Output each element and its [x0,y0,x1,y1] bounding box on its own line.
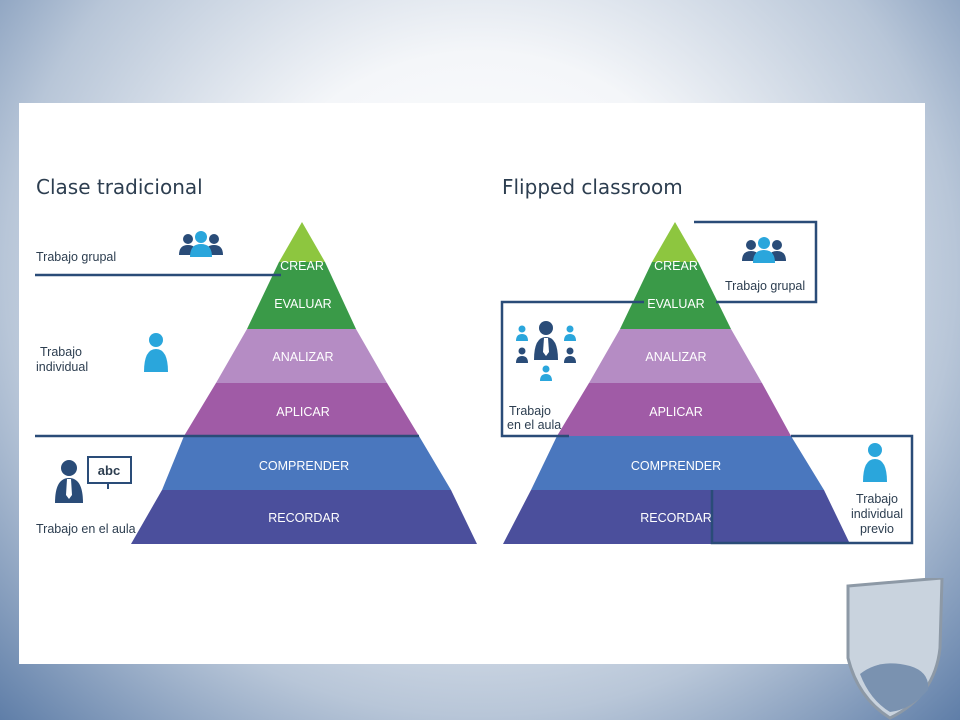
level-aplicar [184,383,419,436]
flipped-previo-label-2: individual [851,507,903,521]
level-evaluar [247,262,356,329]
traditional-title: Clase tradicional [36,175,203,199]
flipped-label-recordar: RECORDAR [640,511,712,525]
flipped-label-comprender: COMPRENDER [631,459,721,473]
teacher-students-icon [516,321,576,381]
flipped-group-box [694,220,818,304]
group-icon [179,231,223,257]
flipped-previo-box [710,434,914,545]
flipped-group-label: Trabajo grupal [725,279,805,293]
flipped-previo-label-1: Trabajo [856,492,898,506]
flipped-label-analizar: ANALIZAR [645,350,706,364]
flipped-previo-label-3: previo [860,522,894,536]
blackboard-text: abc [98,463,120,478]
level-label-analizar: ANALIZAR [272,350,333,364]
level-crear [279,222,325,262]
flipped-level-evaluar [620,262,731,329]
level-label-aplicar: APLICAR [276,405,330,419]
flipped-label-crear: CREAR [654,259,698,273]
flipped-classroom-box [500,300,644,438]
flipped-label-aplicar: APLICAR [649,405,703,419]
flipped-label-evaluar: EVALUAR [647,297,704,311]
shield-emblem-icon [846,578,944,720]
bloom-pyramid-comparison: Clase tradicional CREAR EVALUAR ANALIZAR… [35,175,914,545]
diagram-panel: Clase tradicional CREAR EVALUAR ANALIZAR… [19,103,925,664]
blackboard-icon [87,456,132,484]
flipped-level-comprender [531,436,824,490]
flipped-group-icon [742,237,786,263]
flipped-level-analizar [589,329,762,383]
flipped-pyramid: CREAR EVALUAR ANALIZAR APLICAR COMPRENDE… [503,222,850,544]
traditional-individual-label-2: individual [36,360,88,374]
flipped-person-icon [863,443,887,482]
flipped-level-crear [652,222,698,262]
traditional-classroom-label: Trabajo en el aula [36,522,136,536]
person-icon [144,333,168,372]
level-comprender [162,436,451,490]
level-recordar [131,490,477,544]
flipped-title: Flipped classroom [502,175,683,199]
flipped-classroom-label-2: en el aula [507,418,561,432]
level-label-comprender: COMPRENDER [259,459,349,473]
traditional-individual-label-1: Trabajo [40,345,82,359]
level-label-recordar: RECORDAR [268,511,340,525]
flipped-classroom-label-1: Trabajo [509,404,551,418]
teacher-icon [55,460,83,503]
level-label-evaluar: EVALUAR [274,297,331,311]
level-label-crear: CREAR [280,259,324,273]
flipped-level-aplicar [557,383,791,436]
level-analizar [216,329,387,383]
traditional-pyramid: CREAR EVALUAR ANALIZAR APLICAR COMPRENDE… [131,222,477,544]
flipped-level-recordar [503,490,850,544]
traditional-group-label: Trabajo grupal [36,250,116,264]
